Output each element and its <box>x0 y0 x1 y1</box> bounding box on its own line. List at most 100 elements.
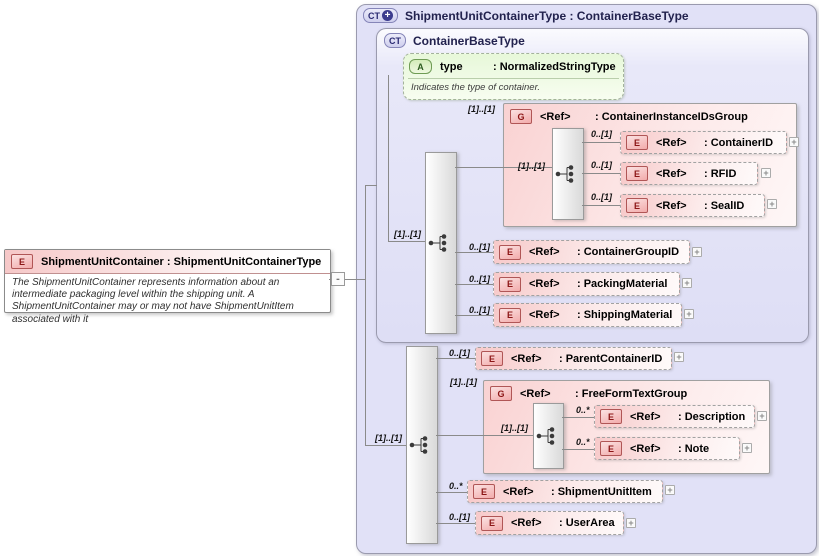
element-icon: E <box>499 244 521 260</box>
connector <box>365 185 366 445</box>
expand-icon[interactable]: + <box>665 485 675 495</box>
cardinality-label: 0..* <box>449 481 463 491</box>
cardinality-label: [1]..[1] <box>518 161 545 171</box>
connector <box>562 449 594 450</box>
connector <box>329 279 365 280</box>
element-packingmaterial[interactable]: E <Ref> : PackingMaterial <box>493 272 680 296</box>
expand-icon[interactable]: + <box>684 309 694 319</box>
divider <box>408 78 619 79</box>
derived-plus-icon: + <box>382 10 393 21</box>
expand-icon[interactable]: + <box>682 278 692 288</box>
element-ref: <Ref> <box>656 167 687 180</box>
element-icon: E <box>499 307 521 323</box>
connector <box>582 142 620 143</box>
element-title: : SealID <box>704 199 745 212</box>
sequence-compositor-freeformtext[interactable] <box>533 403 564 469</box>
attribute-annotation: Indicates the type of container. <box>411 82 541 93</box>
connector <box>455 315 493 316</box>
element-containerid[interactable]: E <Ref> : ContainerID <box>620 131 787 154</box>
element-title: : ShipmentUnitItem <box>551 485 652 498</box>
root-element-annotation: The ShipmentUnitContainer represents inf… <box>12 277 294 325</box>
group-icon: G <box>490 386 512 401</box>
element-containergroupid[interactable]: E <Ref> : ContainerGroupID <box>493 240 690 264</box>
element-ref: <Ref> <box>511 352 542 365</box>
connector <box>582 173 620 174</box>
element-icon: E <box>473 484 495 499</box>
expand-icon[interactable]: + <box>767 199 777 209</box>
cardinality-label: 0..* <box>576 437 590 447</box>
expand-icon[interactable]: + <box>674 352 684 362</box>
element-ref: <Ref> <box>656 199 687 212</box>
attribute-type[interactable]: A type : NormalizedStringType Indicates … <box>403 53 624 100</box>
expand-icon[interactable]: + <box>789 137 799 147</box>
expand-icon[interactable]: + <box>626 518 636 528</box>
group-title: : FreeFormTextGroup <box>575 387 688 400</box>
connector <box>455 167 552 168</box>
element-description[interactable]: E <Ref> : Description <box>594 405 755 428</box>
element-shipmentunititem[interactable]: E <Ref> : ShipmentUnitItem <box>467 480 663 503</box>
cardinality-label: 0..[1] <box>591 129 613 139</box>
connector <box>365 185 377 186</box>
element-icon: E <box>11 254 33 269</box>
connector <box>436 492 467 493</box>
group-title: : ContainerInstanceIDsGroup <box>595 110 748 123</box>
connector <box>582 205 620 206</box>
cardinality-label: [1]..[1] <box>501 423 528 433</box>
connector <box>365 445 406 446</box>
expand-icon[interactable]: + <box>692 247 702 257</box>
sequence-compositor-base[interactable] <box>425 152 457 334</box>
element-icon: E <box>481 515 503 531</box>
complextype-derived-icon: CT+ <box>363 8 398 23</box>
element-shippingmaterial[interactable]: E <Ref> : ShippingMaterial <box>493 303 682 327</box>
cardinality-label: 0..[1] <box>591 192 613 202</box>
cardinality-label: 0..[1] <box>469 242 491 252</box>
element-ref: <Ref> <box>630 442 661 455</box>
cardinality-label: [1]..[1] <box>450 377 477 387</box>
sequence-compositor-instanceids[interactable] <box>552 128 584 220</box>
element-icon: E <box>600 441 622 456</box>
complextype-header: CT+ ShipmentUnitContainerType : Containe… <box>363 8 689 23</box>
cardinality-label: [1]..[1] <box>468 104 495 114</box>
divider <box>5 273 330 274</box>
element-ref: <Ref> <box>529 246 560 258</box>
connector <box>388 241 425 242</box>
collapse-icon[interactable]: - <box>331 272 345 286</box>
expand-icon[interactable]: + <box>757 411 767 421</box>
basetype-title: ContainerBaseType <box>413 33 525 48</box>
element-userarea[interactable]: E <Ref> : UserArea <box>475 511 624 535</box>
element-title: : UserArea <box>559 517 615 529</box>
element-title: : ContainerGroupID <box>577 246 680 258</box>
cardinality-label: 0..[1] <box>449 348 471 358</box>
element-title: : RFID <box>704 167 737 180</box>
sequence-compositor-extension[interactable] <box>406 346 438 544</box>
element-parentcontainerid[interactable]: E <Ref> : ParentContainerID <box>475 347 672 370</box>
connector <box>562 417 594 418</box>
connector <box>436 523 475 524</box>
group-ref: <Ref> <box>540 110 571 123</box>
element-title: : Description <box>678 410 746 423</box>
sequence-icon <box>555 165 574 183</box>
attribute-name: type <box>440 60 463 73</box>
complextype-title: ShipmentUnitContainerType : ContainerBas… <box>405 8 689 23</box>
attribute-icon: A <box>409 59 432 74</box>
element-shipmentunitcontainer[interactable]: E ShipmentUnitContainer : ShipmentUnitCo… <box>4 249 331 325</box>
element-sealid[interactable]: E <Ref> : SealID <box>620 194 765 217</box>
expand-icon[interactable]: + <box>761 168 771 178</box>
root-element-title: ShipmentUnitContainer : ShipmentUnitCont… <box>41 255 322 268</box>
expand-icon[interactable]: + <box>742 443 752 453</box>
root-element-header: E ShipmentUnitContainer : ShipmentUnitCo… <box>5 250 330 273</box>
element-note[interactable]: E <Ref> : Note <box>594 437 740 460</box>
group-header: G <Ref> : ContainerInstanceIDsGroup <box>510 109 748 124</box>
connector <box>388 75 389 242</box>
element-icon: E <box>626 166 648 181</box>
element-icon: E <box>626 135 648 150</box>
element-rfid[interactable]: E <Ref> : RFID <box>620 162 758 185</box>
sequence-icon <box>536 427 554 445</box>
cardinality-label: 0..[1] <box>469 274 491 284</box>
cardinality-label: 0..[1] <box>591 160 613 170</box>
element-icon: E <box>499 276 521 292</box>
basetype-header: CT ContainerBaseType <box>384 33 525 48</box>
cardinality-label: [1]..[1] <box>375 433 402 443</box>
element-icon: E <box>626 198 648 213</box>
element-ref: <Ref> <box>529 309 560 321</box>
